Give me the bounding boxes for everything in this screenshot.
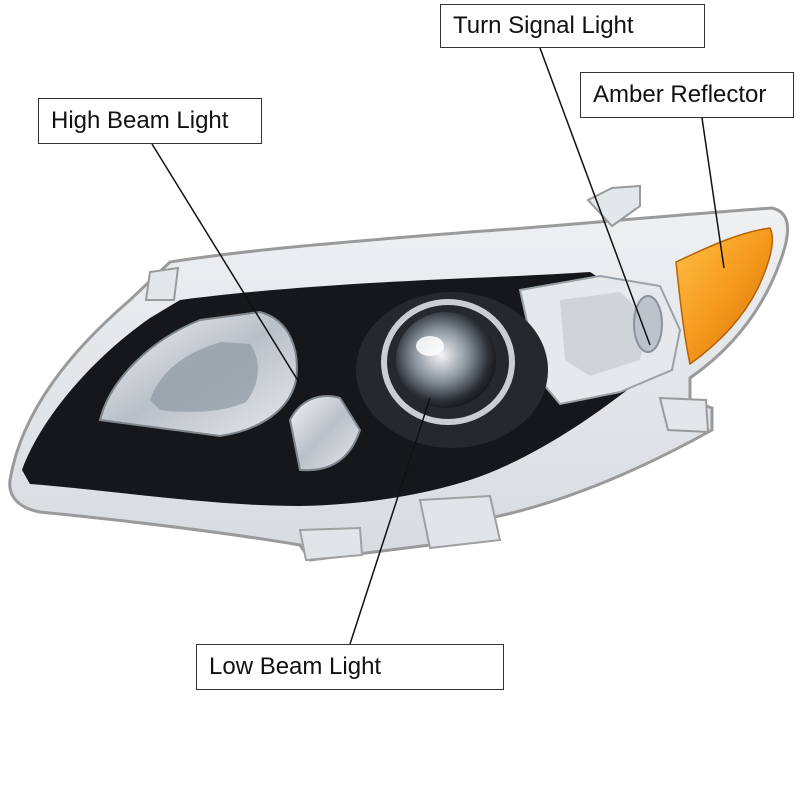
- label-high-beam-light-text: High Beam Light: [51, 107, 229, 134]
- leader-line-high-beam: [151, 143, 301, 385]
- low-beam-projector: [356, 292, 548, 448]
- label-high-beam-light: High Beam Light: [38, 98, 262, 144]
- turn-signal-chamber: [518, 274, 682, 406]
- leader-line-amber-reflector: [701, 117, 725, 269]
- label-low-beam-light-text: Low Beam Light: [209, 653, 382, 680]
- label-amber-reflector-text: Amber Reflector: [593, 81, 767, 108]
- leader-lines: [151, 47, 725, 645]
- label-amber-reflector: Amber Reflector: [580, 72, 794, 118]
- label-turn-signal-light: Turn Signal Light: [440, 4, 705, 48]
- label-turn-signal-light-text: Turn Signal Light: [453, 12, 634, 39]
- high-beam-reflector: [98, 310, 362, 472]
- leader-line-low-beam: [349, 397, 431, 645]
- amber-reflector: [675, 227, 774, 366]
- leader-line-turn-signal: [539, 47, 651, 346]
- label-low-beam-light: Low Beam Light: [196, 644, 504, 690]
